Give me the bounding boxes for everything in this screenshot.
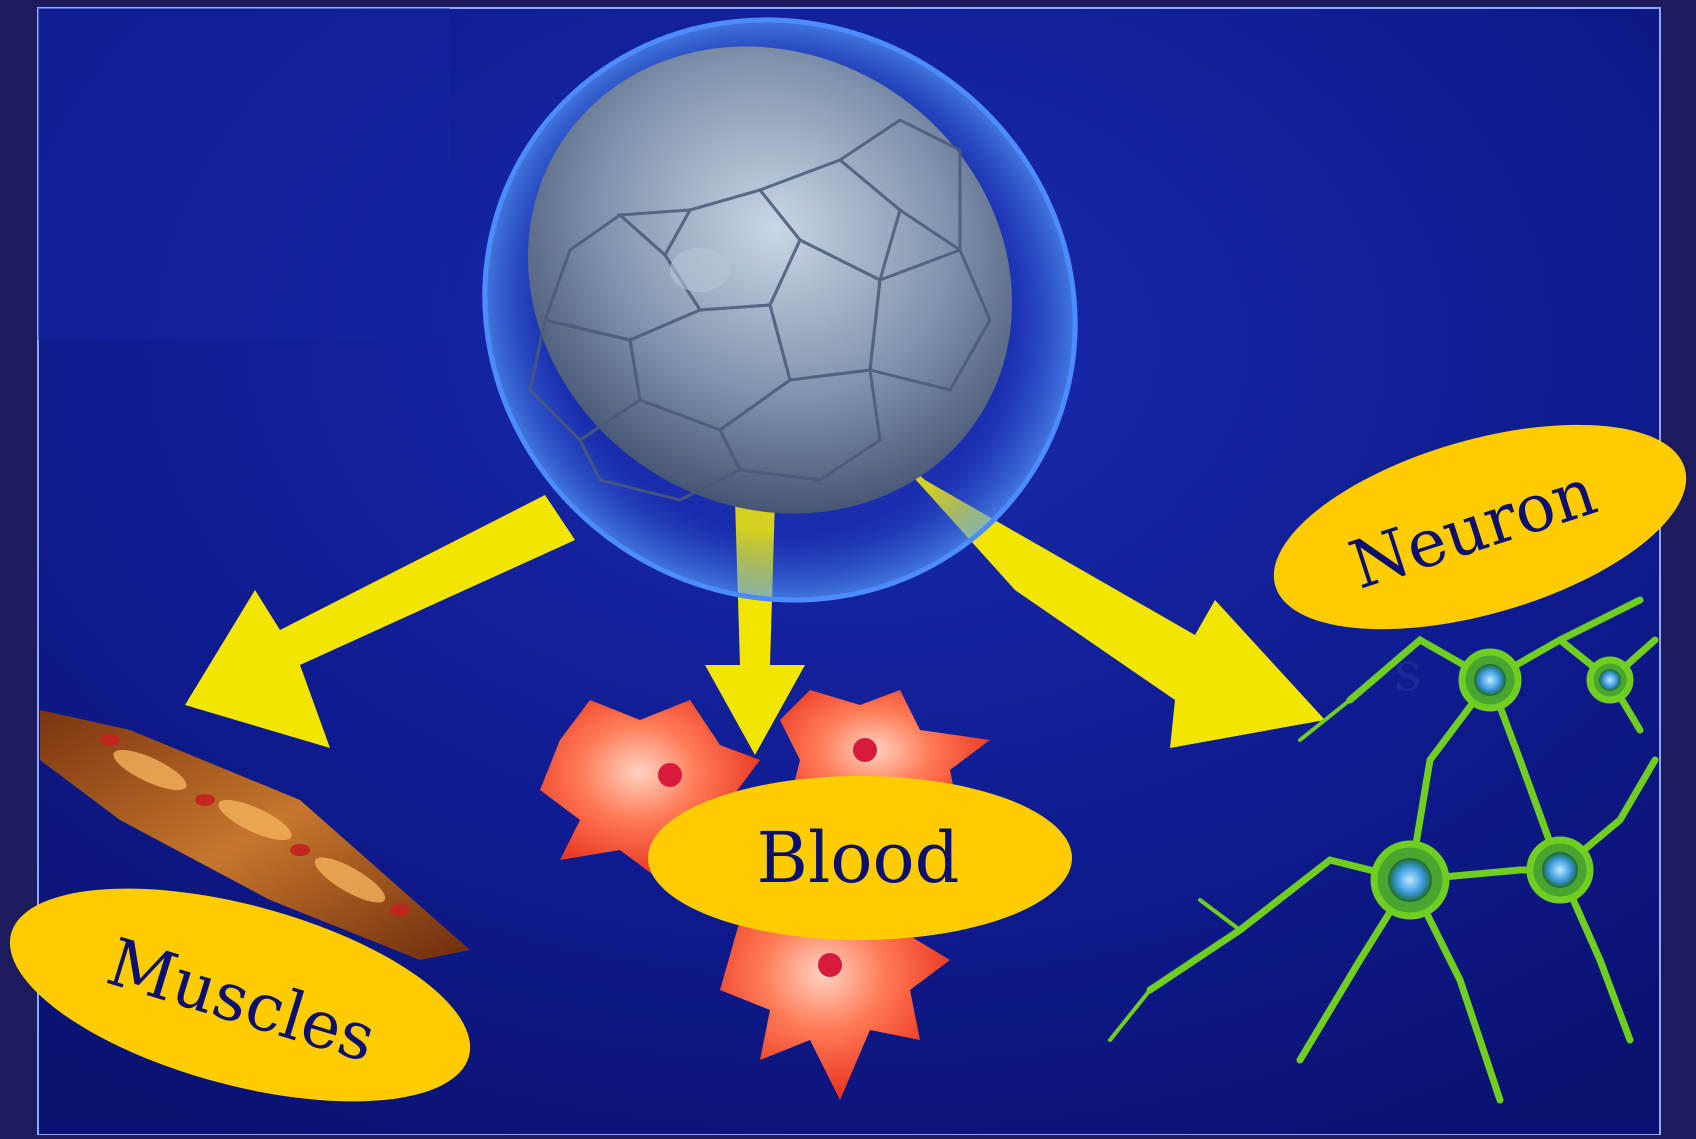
- label-neurons-suffix: s: [1394, 640, 1422, 703]
- label-blood: Blood: [648, 776, 1072, 940]
- label-blood-text: Blood: [757, 817, 960, 899]
- panel-highlight: [38, 8, 450, 340]
